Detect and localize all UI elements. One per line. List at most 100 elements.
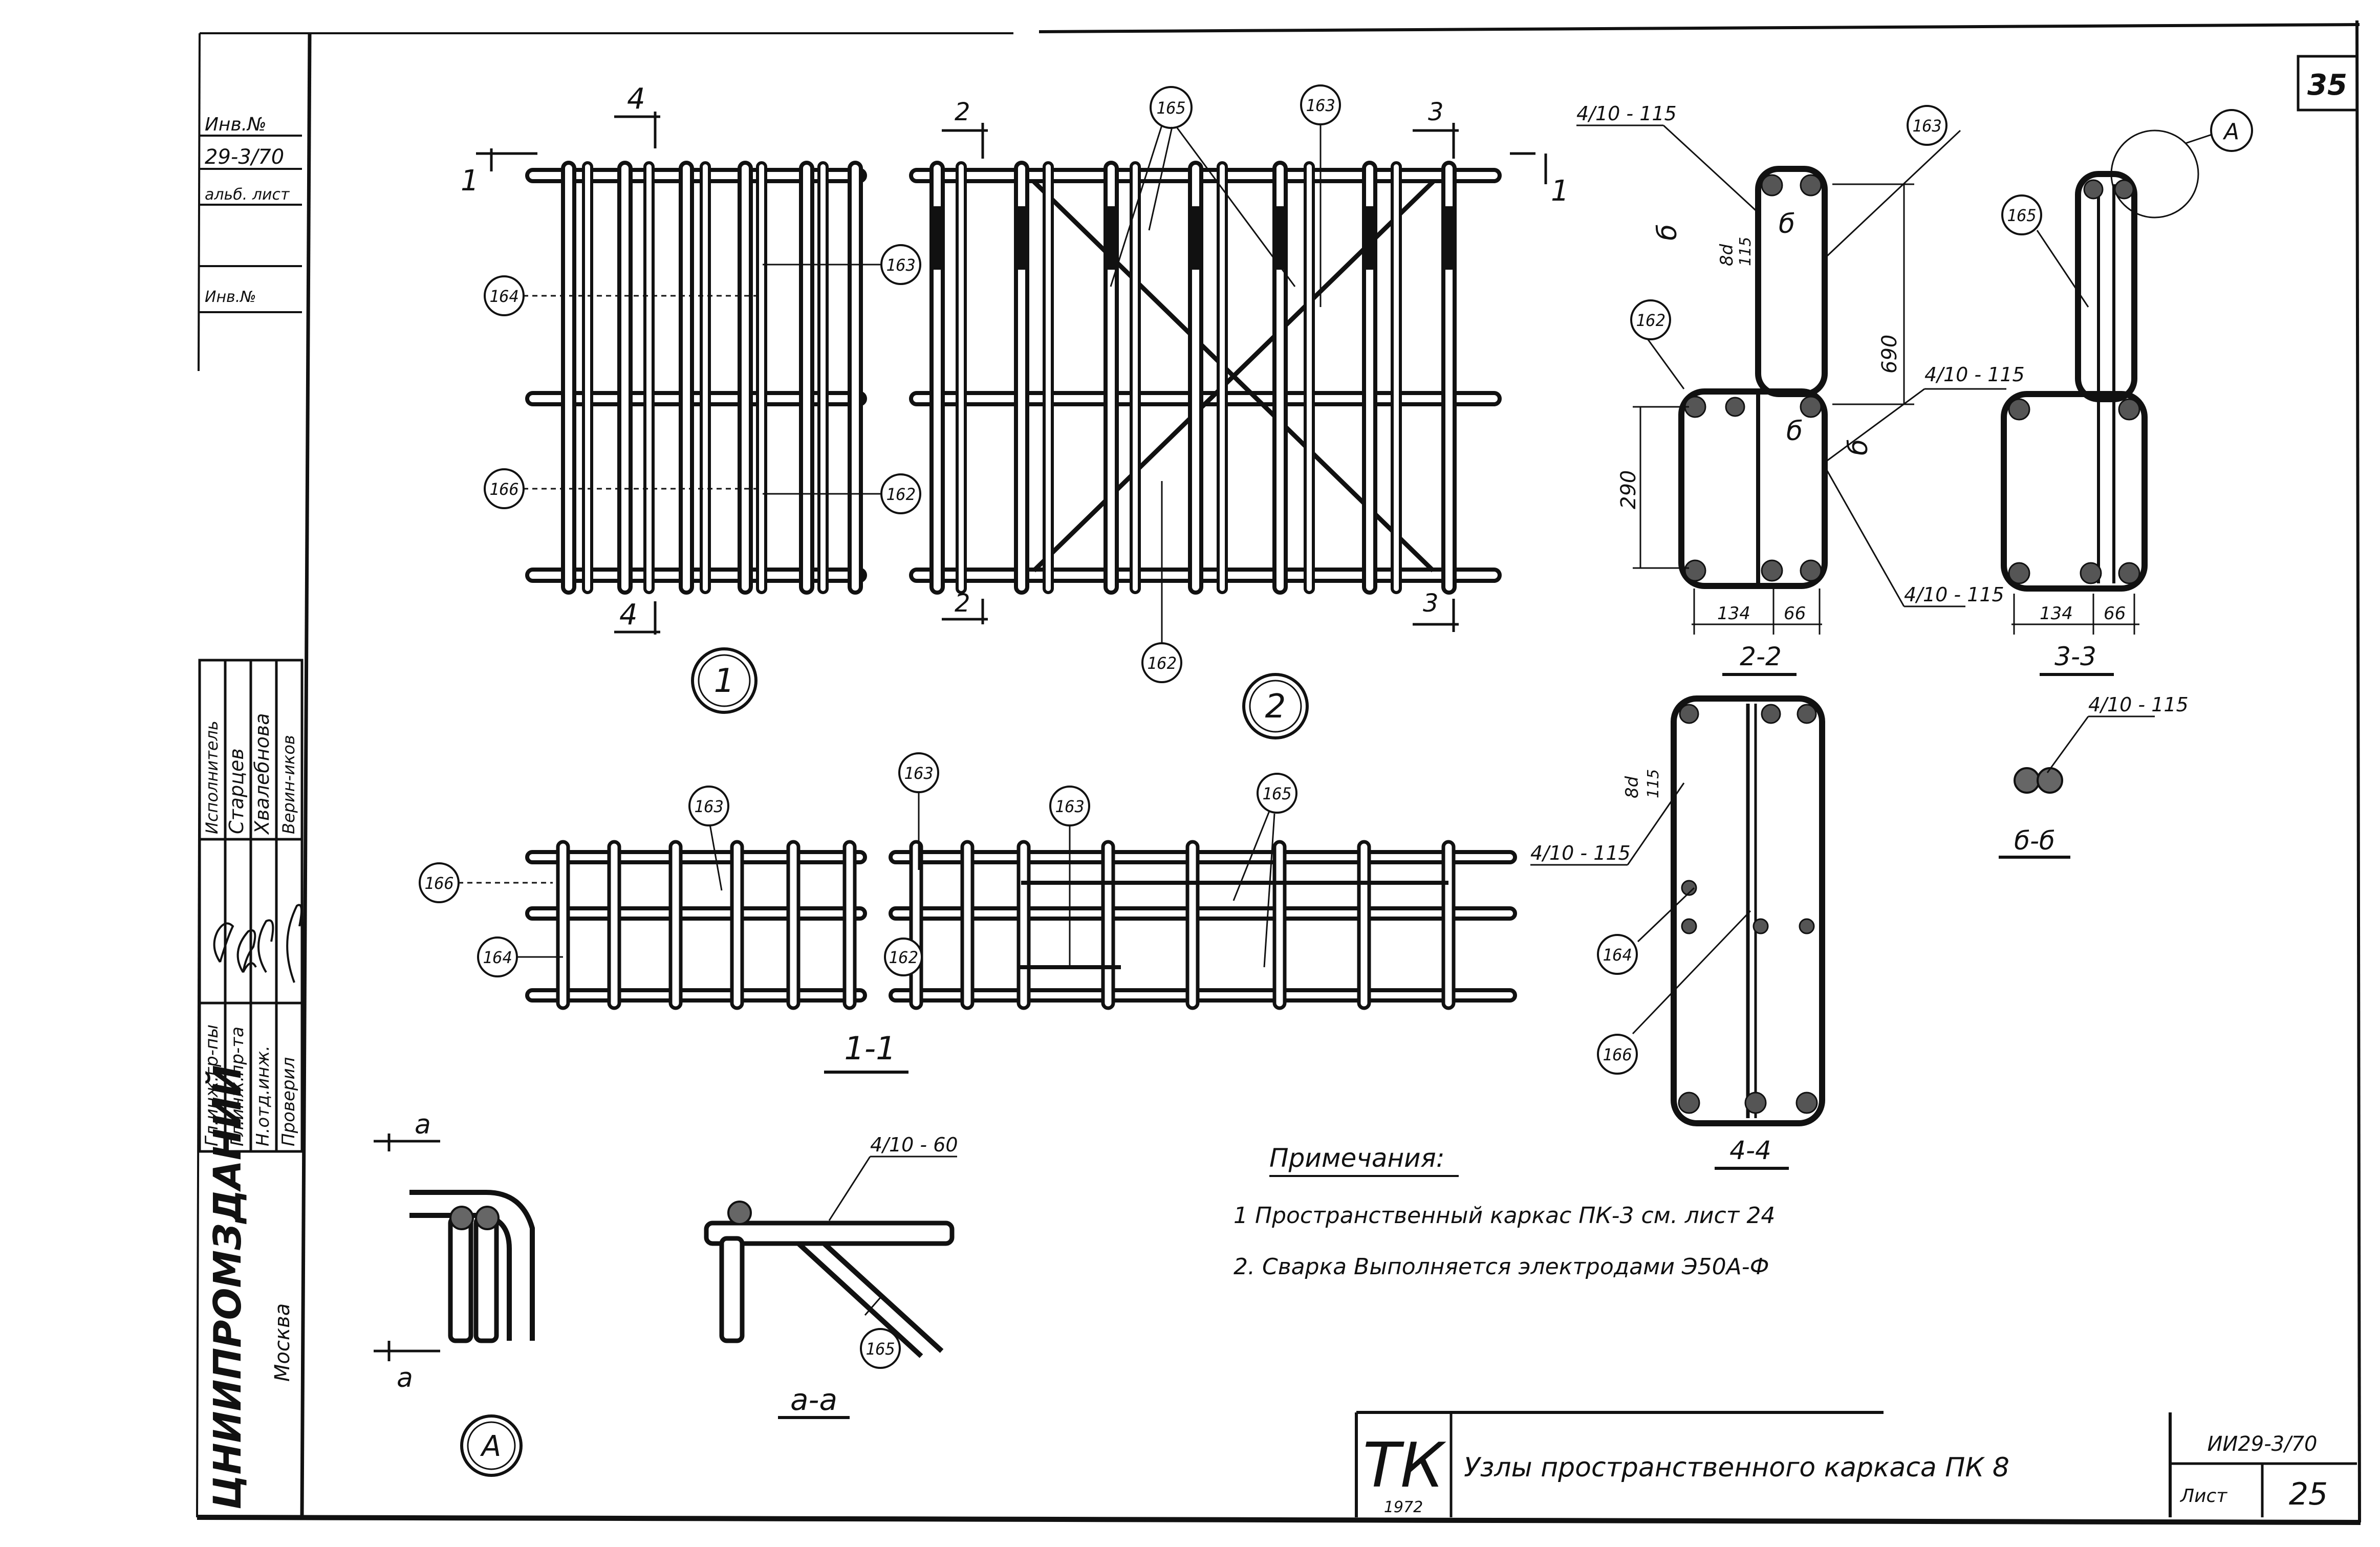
callouts-33: [2001, 109, 2253, 235]
signature-roles: Гл.инж.гр-пы Гл.инж.пр-та Н.отд.инж. Про…: [202, 1025, 299, 1146]
dim-690: 690: [1878, 335, 1901, 374]
weld-b-4: б: [1843, 439, 1874, 455]
callout-163-22: 163: [1912, 116, 1942, 136]
dim-134-33: 134: [2040, 603, 2073, 624]
dim-66-22: 66: [1784, 603, 1806, 624]
note-2: 2. Сварка Выполняется электродами Э50А-Ф: [1234, 1254, 1769, 1280]
weld-mark-60: 4/10 - 60: [870, 1134, 958, 1156]
role-1: Гл.инж.гр-пы: [202, 1025, 222, 1146]
section-4-4-bars: [1678, 704, 1818, 1114]
signature-block: [198, 659, 304, 1153]
weld-115-44: 115: [1645, 769, 1662, 798]
cut-label-3-top: 3: [1428, 98, 1444, 126]
callout-165-top: 165: [1156, 98, 1186, 118]
callout-166-view1: 166: [489, 480, 519, 499]
section-3-3-dims: [2011, 129, 2217, 635]
section-1-1: [525, 840, 1517, 1010]
weld-8d-44: 8d: [1622, 776, 1642, 798]
detail-a-mark-top: а: [415, 1109, 431, 1140]
weld-8d-top: 8d: [1717, 244, 1737, 266]
stamp-row3: альб. лист: [205, 186, 290, 204]
title-logo-year: 1972: [1384, 1498, 1423, 1516]
detail-A-label: A: [480, 1430, 501, 1463]
section-3-3: [2001, 171, 2148, 592]
callout-163-view1: 163: [886, 255, 916, 275]
name-3: Верин-иков: [279, 735, 298, 834]
callouts-44: [1597, 934, 1638, 1075]
callouts-11: [419, 752, 1297, 977]
institute-name: ЦНИИПРОМЗДАНИЙ: [205, 1065, 250, 1510]
weld-leaders-22: [1576, 124, 2006, 607]
callout-164-11: 164: [483, 948, 512, 967]
corner-number: 35: [2307, 69, 2347, 102]
weld-b-1: б: [1652, 224, 1683, 241]
stamp-row2: 29-3/70: [205, 145, 284, 169]
title-block: [1355, 1411, 2357, 1517]
callout-165-33: 165: [2007, 206, 2037, 225]
callouts-top: [484, 84, 1341, 683]
corner-number-box: 35: [2297, 55, 2359, 112]
cut-label-4-bottom: 4: [619, 598, 638, 631]
weld-b-2: б: [1779, 209, 1795, 239]
weld-mark-bb: 4/10 - 115: [2088, 693, 2189, 716]
section-bb: [1999, 715, 2155, 859]
sheet-frame: [196, 20, 2361, 1525]
cut-label-3-bottom: 3: [1423, 589, 1439, 618]
view-number-circles: [691, 647, 1309, 739]
name-2: Хвалебнова: [251, 713, 273, 835]
view-1-mesh: [525, 161, 867, 595]
callout-163-11b: 163: [904, 764, 934, 783]
handwritten-signatures: [213, 904, 302, 983]
section-label-2-2: 2-2: [1740, 642, 1782, 671]
section-2-2-dims: [1633, 183, 1914, 635]
weld-mark-low: 4/10 - 115: [1904, 583, 2004, 606]
section-label-bb: б-б: [2014, 826, 2055, 856]
stamp-row1: Инв.№: [205, 114, 267, 135]
callouts-22: [1630, 105, 1948, 340]
callout-166-44: 166: [1603, 1045, 1632, 1064]
notes-heading: Примечания:: [1269, 1143, 1445, 1173]
weld-b-3: б: [1786, 416, 1803, 447]
weld-115-top: 115: [1737, 237, 1755, 266]
callout-164-view1: 164: [489, 287, 519, 306]
leaders-11: [458, 791, 1275, 968]
cut-label-4-top: 4: [627, 82, 645, 116]
role-2: Гл.инж.пр-та: [227, 1027, 248, 1146]
section-2-2-bars: [1684, 174, 1822, 582]
callout-165-aa: 165: [866, 1339, 895, 1359]
section-label-3-3: 3-3: [2054, 642, 2096, 671]
signature-names: Исполнитель Старцев Хвалебнова Верин-ико…: [202, 713, 298, 835]
callout-162-view2: 162: [1147, 653, 1177, 673]
detail-a-mark-bottom: а: [397, 1363, 413, 1393]
leader-lines-top: [523, 124, 1322, 643]
callout-A-33: A: [2222, 119, 2239, 145]
title-sheet-number: 25: [2289, 1476, 2328, 1512]
weld-mark-top: 4/10 - 115: [1576, 102, 1677, 125]
callout-165-11: 165: [1262, 784, 1292, 803]
name-header: Исполнитель: [202, 721, 222, 834]
note-1: 1 Пространственный каркас ПК-3 см. лист …: [1234, 1203, 1775, 1229]
role-3: Н.отд.инж.: [253, 1045, 273, 1146]
title-sheet-label: Лист: [2179, 1486, 2227, 1507]
dim-134-22: 134: [1717, 603, 1750, 624]
stamp-left: [200, 135, 302, 313]
section-label-1-1: 1-1: [844, 1030, 896, 1067]
section-4-4-leaders: [1530, 782, 1751, 1035]
detail-A: [374, 1134, 535, 1477]
stamp-row4: Инв.№: [205, 288, 256, 306]
cut-label-1-left: 1: [461, 164, 479, 198]
view-number-2: 2: [1265, 688, 1286, 726]
cut-label-2-top: 2: [955, 98, 970, 126]
name-1: Старцев: [225, 748, 248, 834]
section-cuts: [476, 112, 1547, 635]
section-label-4-4: 4-4: [1729, 1136, 1771, 1165]
section-label-a-a: а-а: [790, 1382, 837, 1417]
dim-290: 290: [1617, 470, 1640, 509]
section-4-4: [1671, 695, 1825, 1126]
callout-163-11c: 163: [1055, 797, 1085, 816]
institute-city: Москва: [271, 1303, 294, 1382]
view-number-1: 1: [714, 662, 735, 700]
weld-mark-mid: 4/10 - 115: [1924, 363, 2025, 386]
callout-164-44: 164: [1603, 945, 1632, 965]
